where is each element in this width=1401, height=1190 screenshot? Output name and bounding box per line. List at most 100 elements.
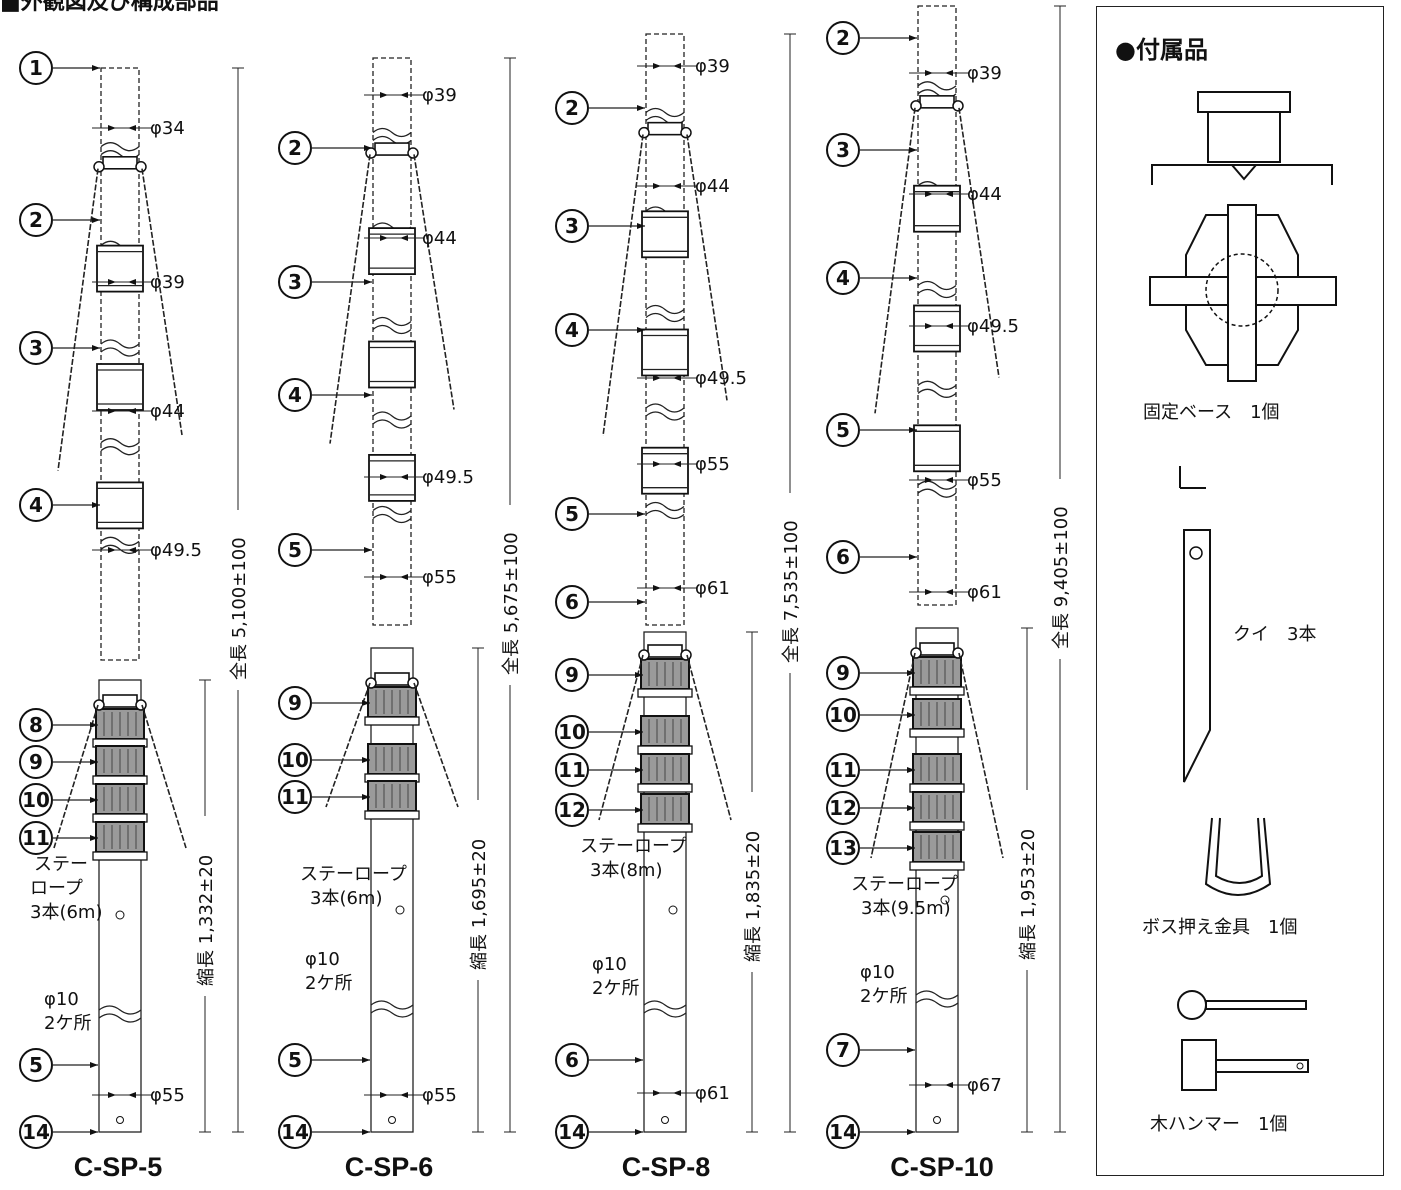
model2-part-top-3: 5 [288,538,302,562]
model4-part-bottom-5: 7 [836,1038,850,1062]
model4-side-hole [940,895,950,905]
model2-dim-4: φ55 [422,1085,457,1106]
model2-lower-break [370,1000,414,1010]
model2-upper-rope-l [329,154,371,444]
model3-dim-2: φ49.5 [695,368,747,389]
model1-leader-bottom-1-arrow [90,759,98,765]
model2-hole-text-1: 2ケ所 [305,973,352,994]
model2-part-top-2: 4 [288,383,302,407]
model3-knurl-3-ring [637,823,693,833]
model4-rope-text-0: ステーロープ [851,874,958,895]
model3-part-top-1: 3 [565,214,579,238]
model2-hole-text-0: φ10 [305,949,340,970]
model3-collar-0 [641,210,689,259]
model2-lower-rope-r [413,682,459,808]
model1-leader-bottom-4-arrow [90,1062,98,1068]
model2-part-bottom-1: 10 [281,748,309,772]
model2-dim-4-arrow-r [400,1092,408,1098]
model4-dim-1: φ44 [967,184,1002,205]
model1-lower-clamp-eye-r [135,699,147,711]
model1-collar-1 [96,363,144,411]
model1-lower-break-2 [98,1013,142,1023]
model3-dim-2-arrow-r [673,375,681,381]
model2-collar-2 [368,453,416,502]
model3-knurl-0-ring [637,688,693,698]
model3-upper-clamp-eye-r [680,126,692,139]
model2-lower-clamp-eye-l [365,677,377,689]
model1-upper-rope-l [57,168,99,471]
model2-break-4-2 [372,513,412,524]
model3-leader-bottom-5-arrow [635,1129,643,1135]
model4-lower-rope-l [870,652,916,859]
model1-dim-0-arrow-r [128,125,136,131]
model1-hole-text-0: φ10 [44,989,79,1010]
model3-upper-clamp-eye-l [638,126,650,139]
model3-leader-top-0-arrow [637,105,645,111]
model4-leader-bottom-2-arrow [907,767,915,773]
model4-part-bottom-0: 9 [836,661,850,685]
model3-collar-2 [641,446,689,495]
base-side-plate [1151,164,1333,185]
model1-dim-0: φ34 [150,118,185,139]
model2-collar-1 [368,340,416,389]
model4-dim-4: φ61 [967,582,1002,603]
model2-dim-3-arrow-r [400,574,408,580]
model4-upper-clamp-eye-l [910,100,922,112]
model1-hole-text-1: 2ケ所 [44,1013,91,1034]
model1-dim-2-arrow-r [128,408,136,414]
model3-side-hole [668,905,678,915]
model4-dim-1-arrow-l [925,191,933,197]
model3-leader-top-2-arrow [637,327,645,333]
model3-break-3-2 [645,411,685,421]
model1-collar-0 [96,244,144,293]
model2-knurl-2-ring [364,810,420,820]
model4-dim-2-arrow-l [925,323,933,329]
model1-dim-1: φ39 [150,272,185,293]
model4-lower-clamp [919,642,955,656]
model2-leader-bottom-2-arrow [362,794,370,800]
model4-dim-0: φ39 [967,63,1002,84]
model4-break-0 [917,81,957,91]
model3-dim-3: φ55 [695,454,730,475]
model2-dim-2-arrow-l [380,474,388,480]
model3-lower-break [643,1000,687,1010]
model1-leader-top-0-arrow [92,65,100,71]
model4-dim-2-arrow-r [945,323,953,329]
model2-upper-clamp-eye-r [407,147,419,159]
model3-dim-5-arrow-r [673,1090,681,1096]
model3-dim-3-arrow-l [653,461,661,467]
model3-retracted-length: 縮長 1,835±20 [743,831,764,962]
model1-dim-4-arrow-r [128,1092,136,1098]
model2-part-top-0: 2 [288,136,302,160]
model4-leader-bottom-5-arrow [907,1047,915,1053]
accessories-panel [1096,6,1384,1176]
model2-break-3-2 [372,419,412,429]
stake-angle-icon [1179,466,1206,489]
model2-lower-clamp [374,672,410,686]
model2-break-2 [372,316,412,327]
model4-break-2-2 [917,288,957,299]
model1-bottom-hole [116,1116,124,1124]
model3-dim-3-arrow-r [673,461,681,467]
model3-hole-text-0: φ10 [592,954,627,975]
model1-knurl-2-ring [92,813,148,823]
model2-leader-bottom-0-arrow [362,700,370,706]
model1-part-top-2: 3 [29,336,43,360]
model2-lower-break-2 [370,1008,414,1018]
model4-dim-2: φ49.5 [967,316,1019,337]
model2-part-bottom-4: 14 [281,1120,309,1144]
model3-lower-break-2 [643,1008,687,1018]
model4-rope-text-1: 3本(9.5m) [861,898,951,919]
model2-break-3 [372,411,412,421]
model3-lower-clamp-eye-r [680,649,692,661]
model1-total-length: 全長 5,100±100 [229,537,250,680]
model1-leader-bottom-0-arrow [90,722,98,728]
model1-collar-2 [96,481,144,530]
model4-lower-rope-r [958,652,1004,859]
model1-break-4 [100,536,140,546]
model4-break-4 [917,480,957,490]
model1-part-bottom-3: 11 [22,826,50,850]
model3-dim-1-arrow-l [653,183,661,189]
model-label-c-sp-10: C-SP-10 [890,1152,994,1182]
model4-leader-top-2-arrow [909,275,917,281]
